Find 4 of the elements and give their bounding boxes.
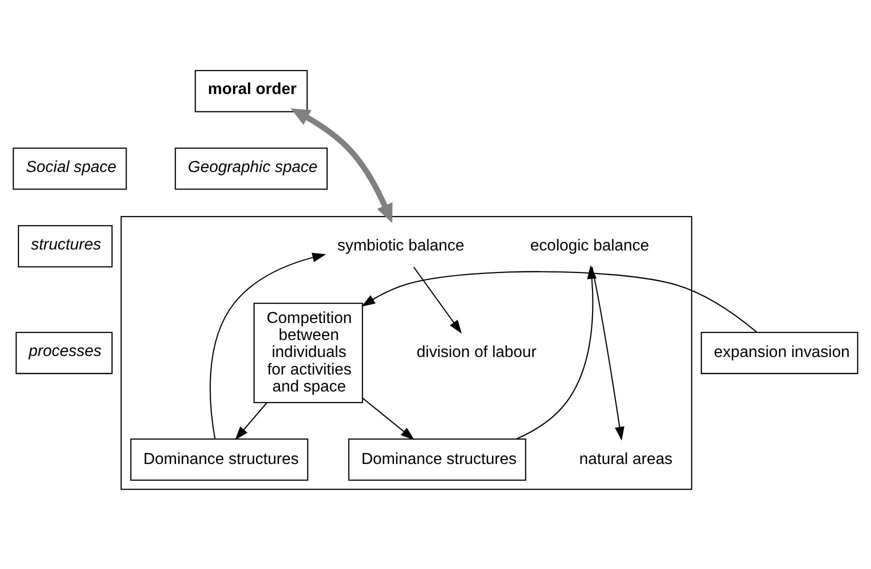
node-text: ecologic balance [530, 238, 650, 254]
node-text: natural areas [579, 450, 672, 468]
node-text: symbiotic balance [337, 238, 464, 254]
node-text: division of labour [416, 344, 537, 362]
